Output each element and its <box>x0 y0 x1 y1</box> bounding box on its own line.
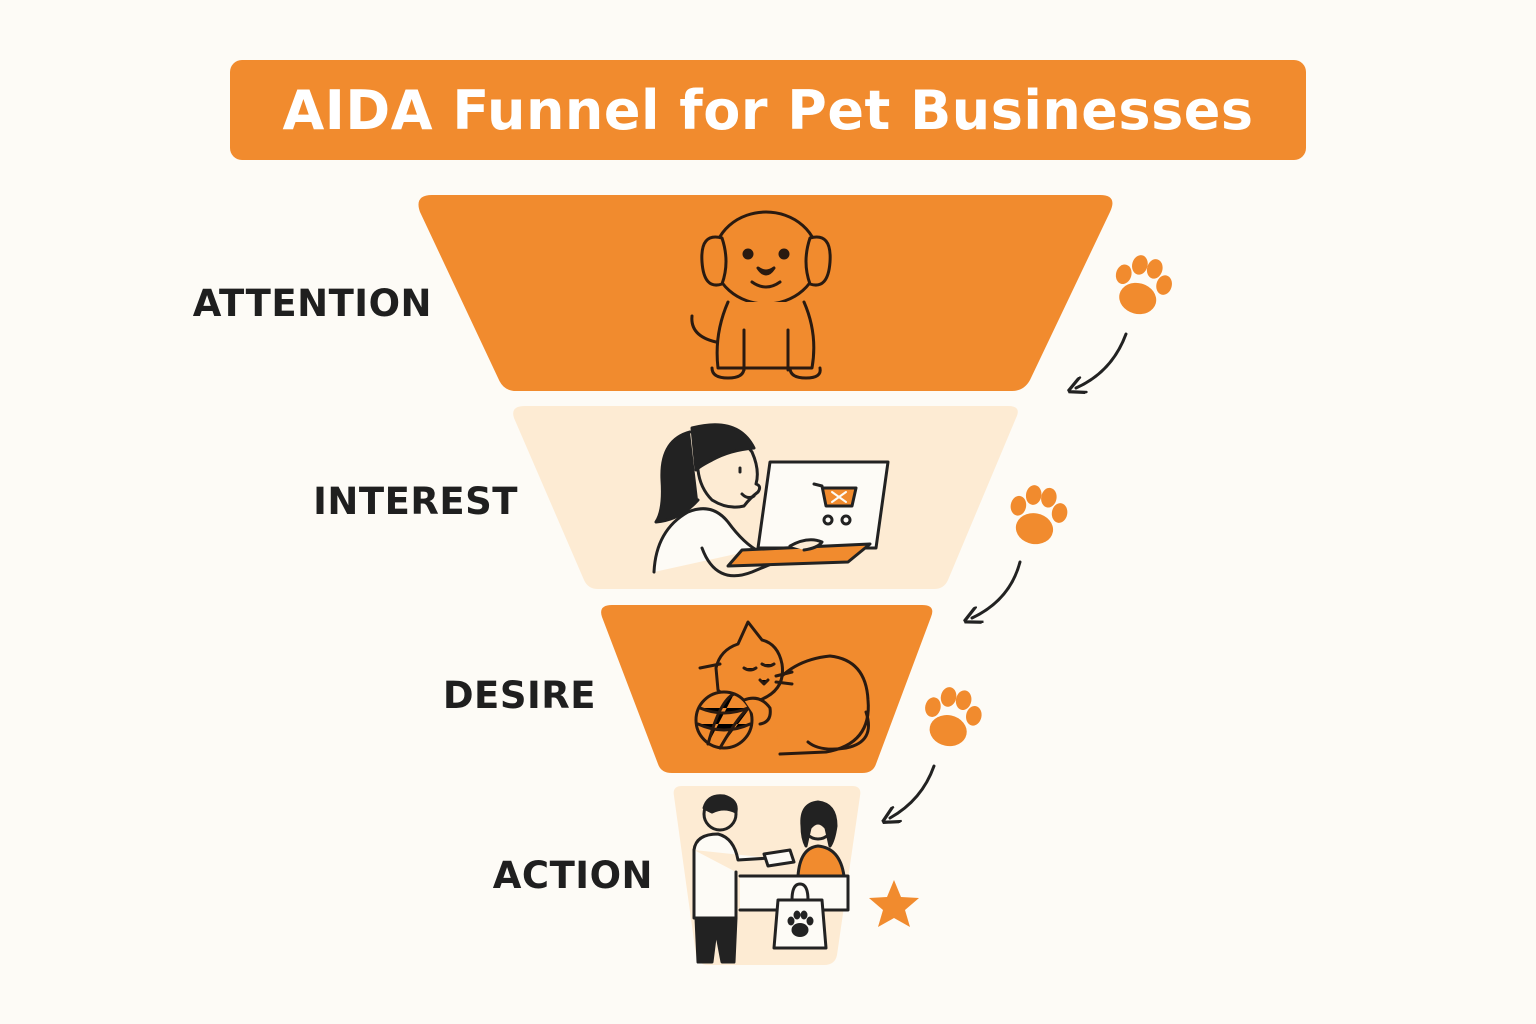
cat-yarn-icon <box>694 620 870 756</box>
page-title: AIDA Funnel for Pet Businesses <box>282 78 1254 142</box>
arrow-icon <box>890 764 936 818</box>
paw-print-icon <box>1107 249 1178 322</box>
arrow-icon <box>972 560 1022 618</box>
paw-print-icon <box>918 682 987 752</box>
woman-laptop-shopping-icon <box>652 423 890 578</box>
puppy-icon <box>690 210 832 380</box>
store-checkout-icon <box>692 794 850 964</box>
stage-label-attention: ATTENTION <box>192 282 432 325</box>
paw-print-icon <box>1004 481 1072 549</box>
stage-label-interest: INTEREST <box>313 480 518 523</box>
stage-label-action: ACTION <box>492 854 653 897</box>
stage-label-desire: DESIRE <box>442 674 596 717</box>
star-icon <box>869 880 919 927</box>
arrow-icon <box>1076 332 1128 388</box>
title-banner: AIDA Funnel for Pet Businesses <box>230 60 1306 160</box>
